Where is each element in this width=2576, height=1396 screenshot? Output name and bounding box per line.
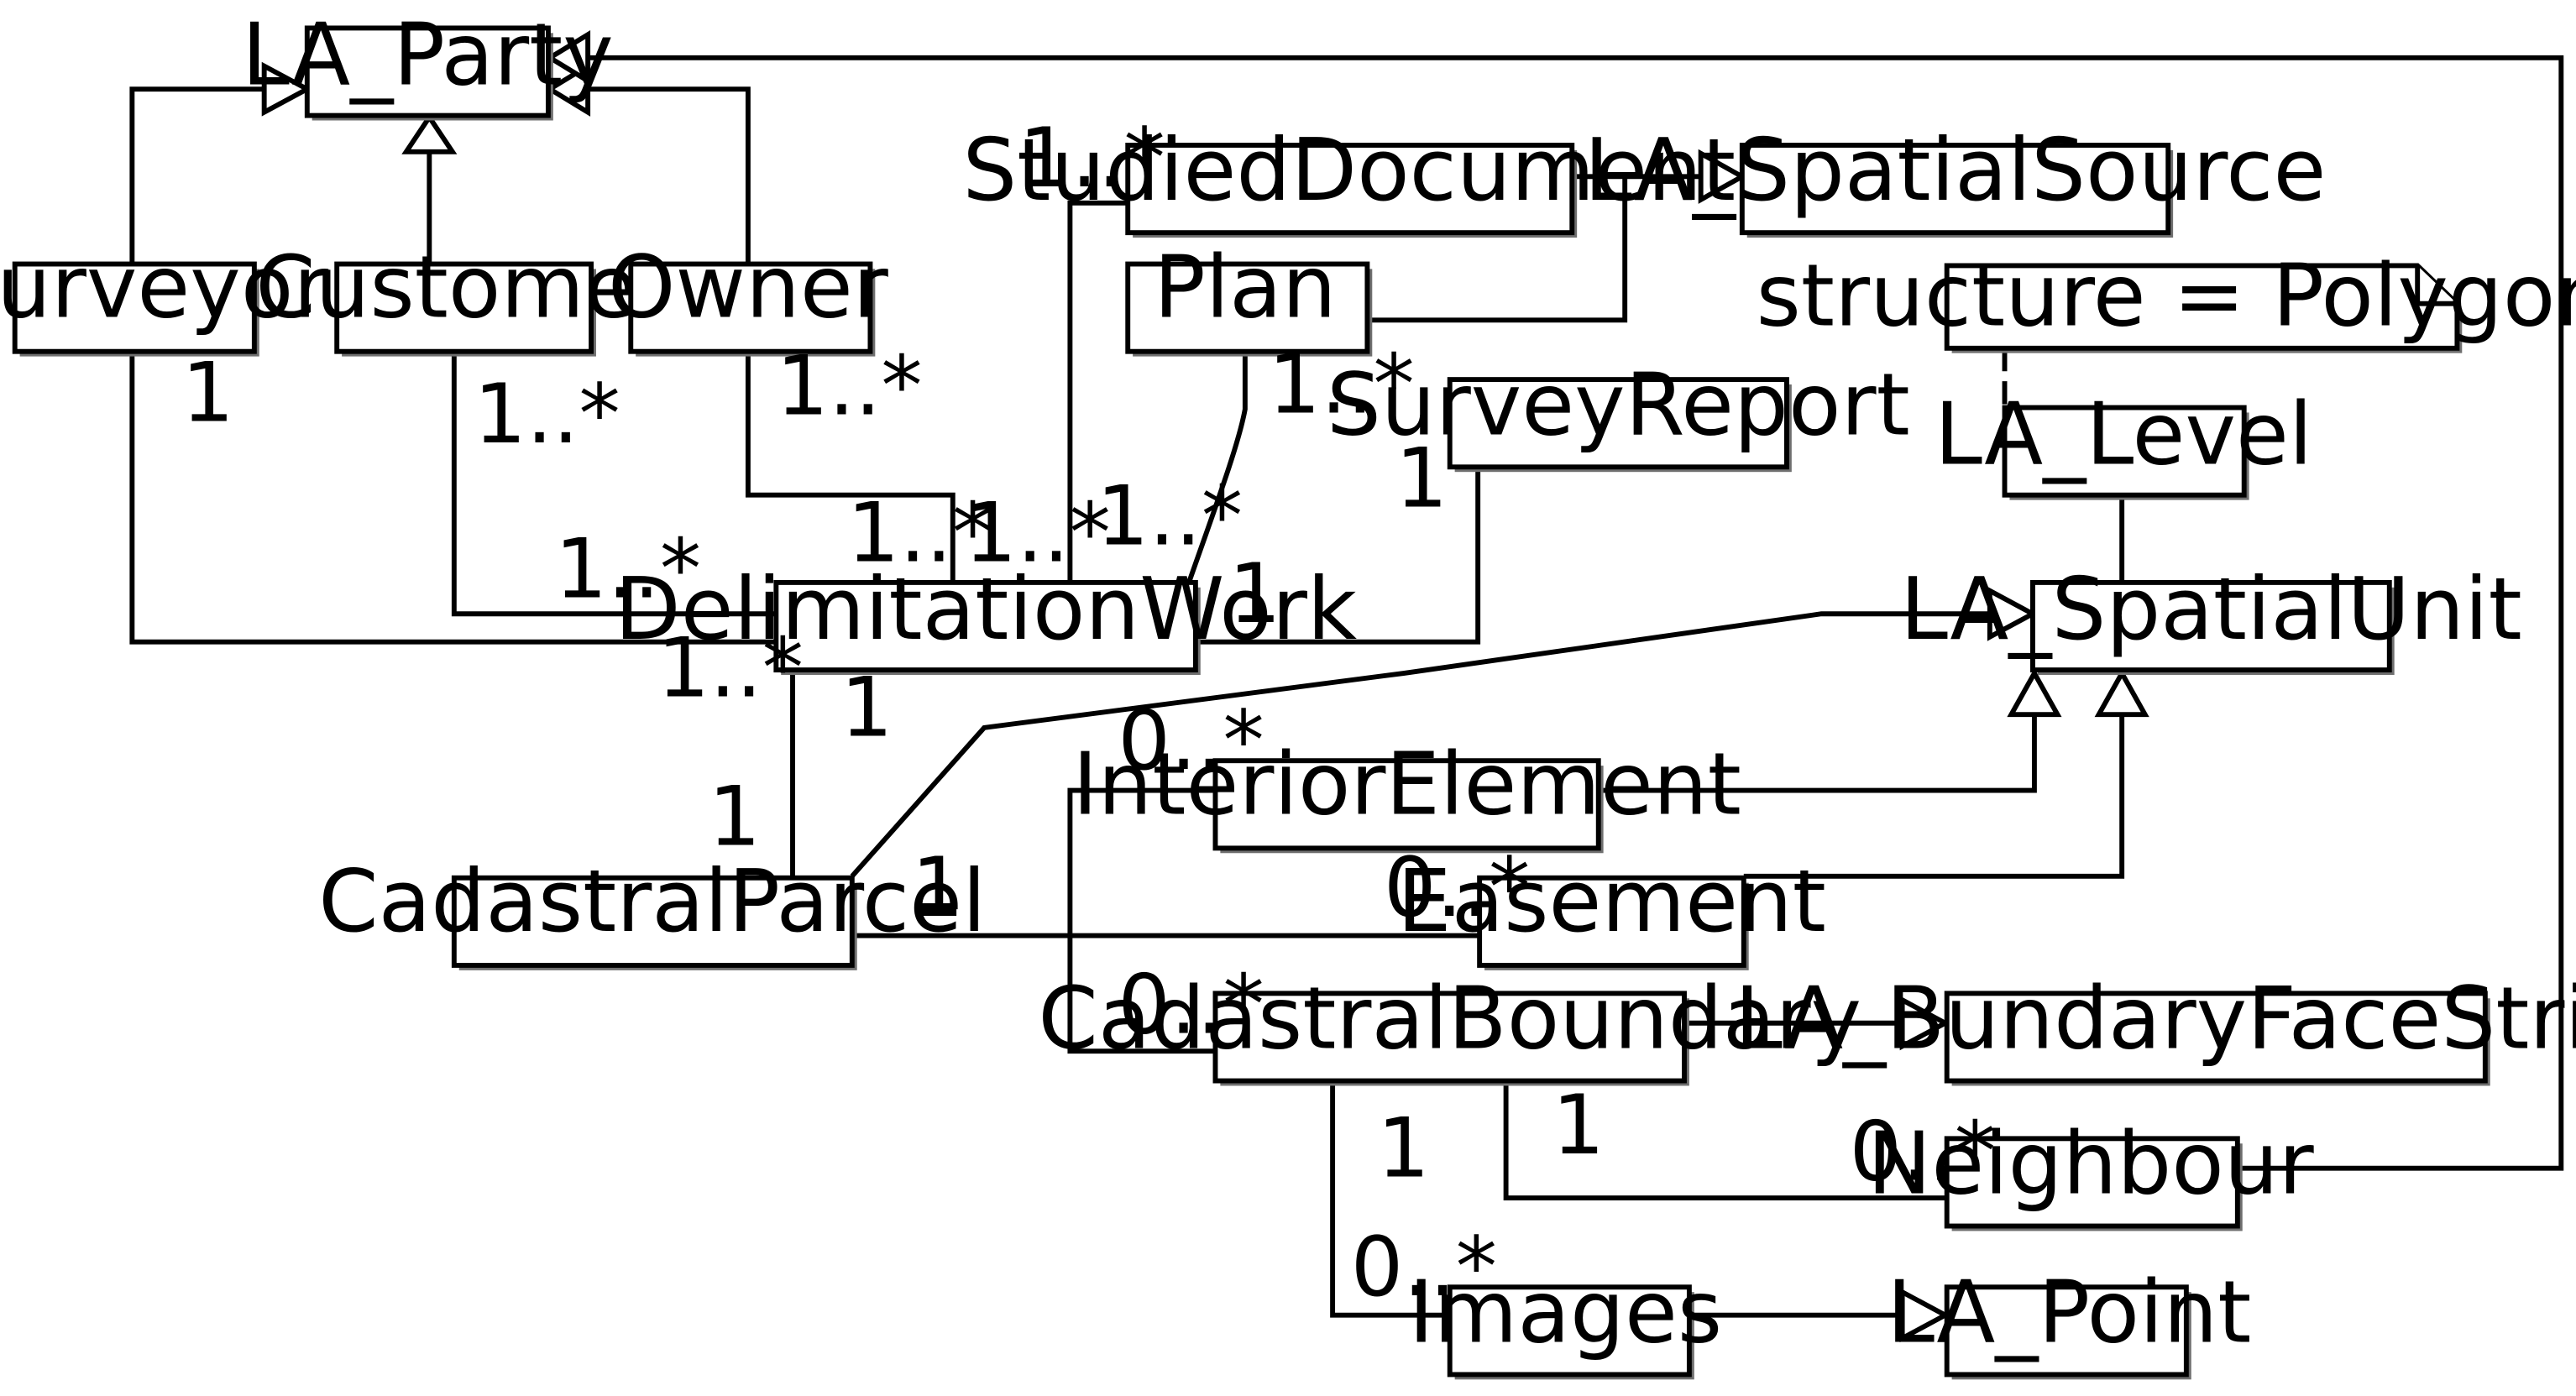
multiplicity-label: 1..* [847, 485, 993, 581]
boundary-neighbour-edge [1503, 1079, 1949, 1201]
customer-work-edge [451, 349, 777, 617]
class-survey-report[interactable]: SurveyReport [1327, 355, 1910, 473]
class-la-spatial-unit[interactable]: LA_SpatialUnit [1900, 560, 2522, 675]
multiplicity-label: 1..* [657, 621, 804, 717]
interior-boundary-edge [1067, 787, 1216, 1054]
parcel-generalization-arrowhead [1987, 586, 2039, 641]
class-name: Easement [1397, 852, 1826, 952]
multiplicity-label: 1 [1377, 1101, 1430, 1197]
multiplicity-label: 1 [912, 840, 965, 936]
multiplicity-label: 1 [1228, 546, 1281, 642]
arrowheads [261, 30, 2149, 1343]
multiplicity-label: 0..* [1118, 693, 1264, 789]
multiplicity-label: 0..* [1118, 958, 1264, 1054]
point-generalization-arrowhead [1899, 1288, 1950, 1343]
class-cadastral-parcel[interactable]: CadastralParcel [318, 852, 986, 970]
spatial-source-generalization-arrowhead [1698, 149, 1747, 204]
class-name: CadastralParcel [318, 852, 986, 952]
neighbour-generalization-arrowhead [545, 30, 591, 86]
surveyor-work-edge [129, 349, 777, 645]
easement-generalization-arrowhead [2094, 667, 2149, 718]
multiplicity-label: 1..* [1097, 469, 1243, 565]
owner-to-party-edge [588, 86, 751, 264]
multiplicity-label: 1..* [1018, 111, 1165, 207]
interior-generalization-arrowhead [2007, 667, 2062, 718]
multiplicity-label: 1..* [474, 367, 620, 463]
multiplicity-label: 1 [709, 769, 762, 865]
multiplicity-label: 1..* [776, 338, 922, 434]
class-name: InteriorElement [1072, 735, 1741, 834]
multiplicity-label: 1 [181, 345, 234, 441]
class-name: CadastralBoundary [1038, 970, 1861, 1069]
class-la-level[interactable]: LA_Level [1935, 385, 2312, 500]
survey-report-work-edge [1196, 465, 1481, 645]
class-name: LA_SpatialSource [1584, 121, 2327, 221]
class-interior-element[interactable]: InteriorElement [1072, 735, 1741, 854]
class-images[interactable]: Images [1409, 1263, 1723, 1380]
class-studied-document[interactable]: StudiedDocument [962, 121, 1736, 238]
class-name: Surveyor [0, 238, 329, 338]
interior-element-to-spatial-unit-edge [1598, 714, 2037, 793]
multiplicity-label: 1 [840, 661, 893, 756]
note-text: structure = Polygon [1757, 247, 2576, 347]
class-name: LA_Level [1935, 385, 2312, 485]
owner-work-edge [745, 349, 956, 583]
customer-generalization-arrowhead [401, 112, 458, 154]
class-name: DelimitationWork [615, 560, 1357, 660]
boundary-images-edge [1330, 1079, 1450, 1318]
multiplicity-label: 0..* [1850, 1105, 1996, 1200]
class-plan[interactable]: Plan [1125, 238, 1373, 357]
note-structure-polygon: structure = Polygon [1757, 247, 2576, 353]
multiplicity-label: 1..* [1268, 337, 1414, 432]
connectors [129, 55, 2564, 1318]
neighbour-to-party-edge [588, 55, 2564, 1171]
class-name: StudiedDocument [962, 121, 1736, 221]
multiplicity-label: 1..* [965, 485, 1111, 581]
class-name: LA_Party [242, 6, 614, 106]
surveyor-to-party-edge [129, 86, 264, 264]
multiplicity-label: 1 [1395, 431, 1448, 526]
class-la-boundary-face-string[interactable]: LA_BundaryFaceString [1735, 970, 2576, 1086]
face-string-generalization-arrowhead [1899, 996, 1950, 1051]
class-name: Neighbour [1867, 1115, 2315, 1215]
surveyor-generalization-arrowhead [261, 61, 313, 117]
multiplicity-labels: 1 1..* 1..* 1..* 1..* 1..* 1..* 1..* 1..… [181, 111, 1996, 1315]
class-name: Owner [608, 238, 889, 338]
class-delimitation-work[interactable]: DelimitationWork [615, 560, 1357, 675]
class-name: LA_SpatialUnit [1900, 560, 2522, 660]
studied-document-work-edge [1067, 200, 1128, 583]
class-name: LA_BundaryFaceString [1735, 970, 2576, 1069]
class-name: Customer [255, 238, 673, 338]
class-customer[interactable]: Customer [255, 238, 673, 357]
easement-to-spatial-unit-edge [1743, 714, 2125, 879]
plan-to-spatial-source-edge [1367, 176, 1628, 323]
class-la-spatial-source[interactable]: LA_SpatialSource [1584, 121, 2327, 238]
parcel-to-spatial-unit-edge [850, 611, 1990, 878]
plan-work-edge [1186, 349, 1248, 583]
multiplicity-label: 1 [1552, 1078, 1605, 1174]
class-name: Plan [1154, 238, 1337, 338]
multiplicity-label: 0..* [1351, 1220, 1497, 1315]
class-name: LA_Point [1887, 1263, 2251, 1362]
multiplicity-label: 1..* [555, 522, 701, 618]
class-easement[interactable]: Easement [1397, 852, 1826, 970]
class-surveyor[interactable]: Surveyor [0, 238, 329, 357]
class-owner[interactable]: Owner [608, 238, 889, 357]
class-la-point[interactable]: LA_Point [1887, 1263, 2251, 1380]
class-neighbour[interactable]: Neighbour [1867, 1115, 2315, 1231]
class-cadastral-boundary[interactable]: CadastralBoundary [1038, 970, 1861, 1086]
class-name: Images [1409, 1263, 1723, 1362]
class-la-party[interactable]: LA_Party [242, 6, 614, 121]
multiplicity-label: 0..* [1384, 840, 1530, 936]
class-name: SurveyReport [1327, 355, 1910, 455]
